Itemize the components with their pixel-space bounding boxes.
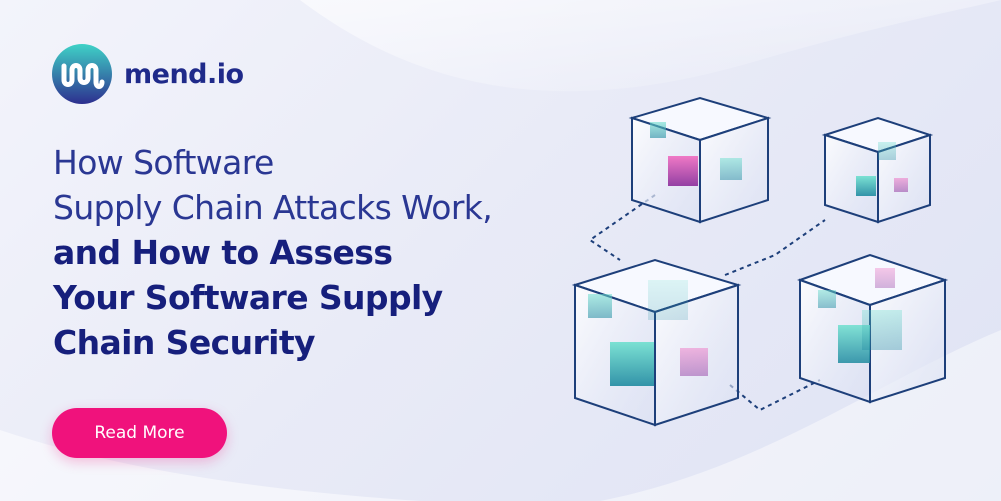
headline-line-1: How Software [53, 143, 274, 182]
cube-top-left [628, 96, 772, 224]
supply-chain-cubes-illustration [571, 96, 949, 427]
brand-name: mend.io [124, 58, 244, 90]
mend-logo-icon [52, 44, 112, 104]
headline-line-3: and How to Assess [53, 233, 393, 272]
headline: How Software Supply Chain Attacks Work, … [53, 140, 573, 365]
headline-line-5: Chain Security [53, 323, 316, 362]
brand-logo[interactable]: mend.io [50, 42, 244, 106]
cube-bottom-left [571, 258, 742, 427]
connector-lines [588, 194, 826, 412]
cube-top-right [821, 116, 934, 224]
read-more-button[interactable]: Read More [52, 408, 227, 458]
cube-bottom-right [797, 253, 949, 404]
headline-line-4: Your Software Supply [53, 278, 443, 317]
headline-line-2: Supply Chain Attacks Work, [53, 188, 493, 227]
